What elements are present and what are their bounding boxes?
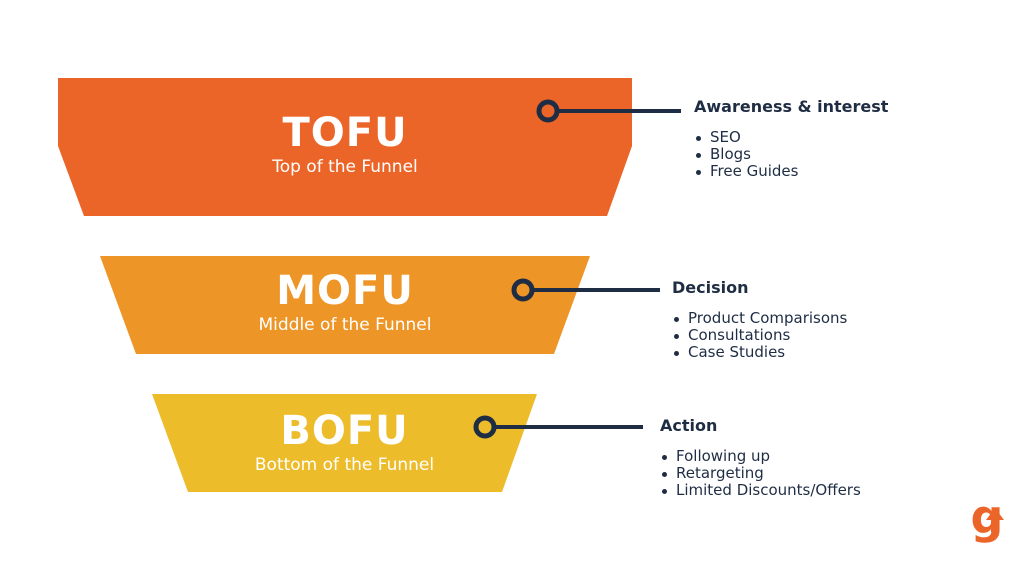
list-item: Consultations bbox=[672, 327, 847, 344]
list-item: Retargeting bbox=[660, 465, 861, 482]
logo-arrow bbox=[986, 508, 1004, 532]
tofu-info: Awareness & interest SEO Blogs Free Guid… bbox=[694, 97, 888, 180]
stage-subtitle: Bottom of the Funnel bbox=[254, 455, 435, 475]
stage-title: MOFU bbox=[276, 268, 414, 314]
mofu-info: Decision Product Comparisons Consultatio… bbox=[672, 278, 847, 361]
mofu-stage: MOFU Middle of the Funnel bbox=[100, 270, 590, 336]
stage-heading: Awareness & interest bbox=[694, 97, 889, 116]
stage-heading: Decision bbox=[672, 278, 749, 297]
list-item: Case Studies bbox=[672, 344, 847, 361]
list-item: Following up bbox=[660, 448, 861, 465]
bofu-info: Action Following up Retargeting Limited … bbox=[660, 416, 861, 499]
list-item: Limited Discounts/Offers bbox=[660, 482, 861, 499]
stage-subtitle: Top of the Funnel bbox=[272, 157, 418, 177]
tactics-list: Product Comparisons Consultations Case S… bbox=[672, 310, 847, 361]
stage-title: BOFU bbox=[280, 408, 409, 454]
bofu-connector-dot bbox=[473, 415, 497, 439]
list-item: Free Guides bbox=[694, 163, 888, 180]
mofu-layer bbox=[100, 256, 590, 354]
tactics-list: SEO Blogs Free Guides bbox=[694, 129, 888, 180]
bofu-stage: BOFU Bottom of the Funnel bbox=[152, 410, 537, 476]
g-arrow-logo-icon: g bbox=[971, 490, 1004, 544]
list-item: Product Comparisons bbox=[672, 310, 847, 327]
mofu-connector-dot bbox=[511, 278, 535, 302]
stage-subtitle: Middle of the Funnel bbox=[258, 315, 432, 335]
list-item: Blogs bbox=[694, 146, 888, 163]
bofu-layer bbox=[152, 394, 537, 492]
tofu-stage: TOFU Top of the Funnel bbox=[58, 112, 632, 178]
stage-title: TOFU bbox=[282, 110, 408, 156]
stage-heading: Action bbox=[660, 416, 718, 435]
tofu-layer bbox=[58, 78, 632, 216]
list-item: SEO bbox=[694, 129, 888, 146]
tofu-connector-dot bbox=[536, 99, 560, 123]
tactics-list: Following up Retargeting Limited Discoun… bbox=[660, 448, 861, 499]
